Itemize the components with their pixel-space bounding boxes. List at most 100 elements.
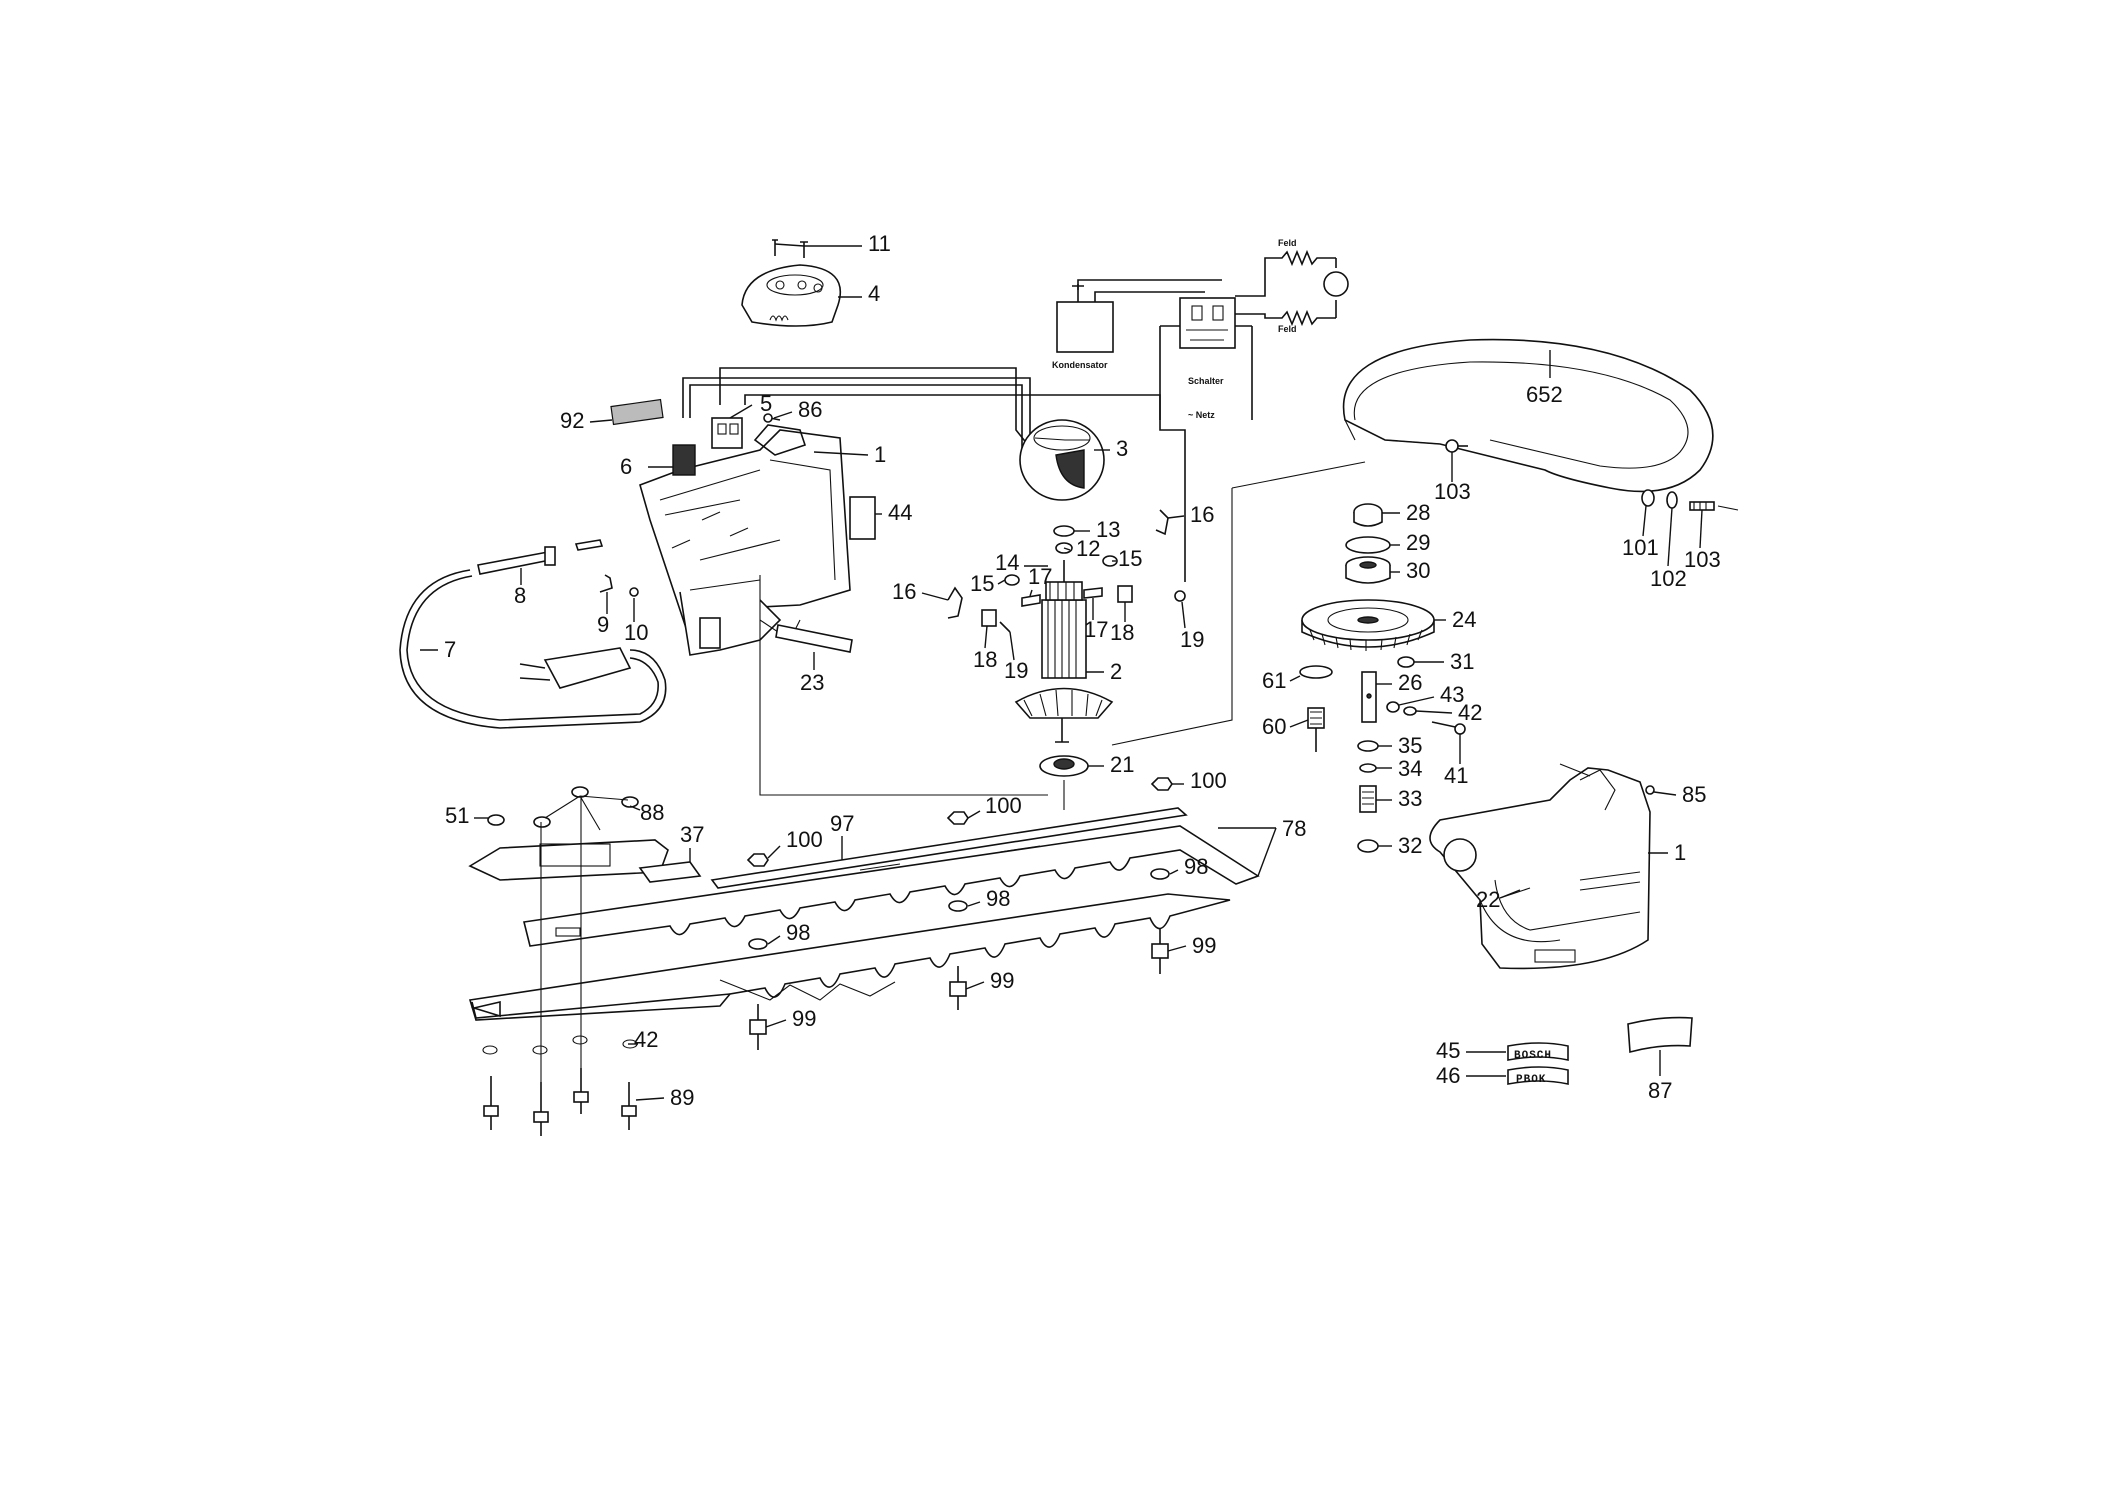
part-label-99a: 99 (792, 1006, 816, 1031)
part-label-44: 44 (888, 500, 912, 525)
part-label-3: 3 (1116, 436, 1128, 461)
wiring-label-feld-top: Feld (1278, 238, 1297, 248)
wiring-label-schalter: Schalter (1188, 376, 1224, 386)
part-label-34: 34 (1398, 756, 1422, 781)
leader-line-19b (1181, 601, 1186, 629)
part-label-98a: 98 (786, 920, 810, 945)
part-label-103a: 103 (1434, 479, 1471, 504)
wiring-schematic: Feld Feld Kondensator Schalter ~ Netz (1052, 238, 1349, 420)
leader-line-42a (1415, 710, 1453, 714)
leader-line-22 (1499, 889, 1521, 899)
leader-line-89 (635, 1097, 665, 1101)
leader-line-61 (1289, 675, 1301, 682)
part-label-16a: 16 (892, 579, 916, 604)
part-label-100c: 100 (1190, 768, 1227, 793)
leader-line-100b (967, 810, 981, 819)
part-label-37: 37 (680, 822, 704, 847)
part-label-9: 9 (597, 612, 609, 637)
part-label-31: 31 (1450, 649, 1474, 674)
leader-line-16a (921, 592, 949, 601)
part-label-23: 23 (800, 670, 824, 695)
part-label-32: 32 (1398, 833, 1422, 858)
bow-handle-group (1342, 338, 1739, 511)
part-label-10: 10 (624, 620, 648, 645)
gearbox-group (1299, 503, 1466, 853)
leader-lines (420, 243, 1703, 1101)
motor-housing-group (399, 239, 1366, 810)
leader-line-43 (1398, 696, 1435, 706)
wiring-label-netz: ~ Netz (1188, 410, 1215, 420)
part-label-19b: 19 (1180, 627, 1204, 652)
leader-line-98a (767, 935, 781, 945)
leader-line-78 (1257, 827, 1277, 877)
leader-line-88 (629, 805, 641, 811)
part-label-12: 12 (1076, 536, 1100, 561)
part-label-14: 14 (995, 550, 1019, 575)
part-label-17b: 17 (1084, 617, 1108, 642)
leader-line-102 (1667, 507, 1673, 567)
part-label-88: 88 (640, 800, 664, 825)
leader-line-17a (1029, 589, 1033, 597)
part-label-1: 1 (874, 442, 886, 467)
part-label-15a: 15 (970, 571, 994, 596)
part-label-61: 61 (1262, 668, 1286, 693)
part-label-24: 24 (1452, 607, 1476, 632)
part-label-28: 28 (1406, 500, 1430, 525)
leader-line-92 (589, 419, 613, 423)
part-label-42a: 42 (1458, 700, 1482, 725)
leader-line-98b (967, 901, 981, 907)
wiring-label-kondensator: Kondensator (1052, 360, 1108, 370)
part-label-51: 51 (445, 803, 469, 828)
part-label-5: 5 (760, 391, 772, 416)
part-label-60: 60 (1262, 714, 1286, 739)
part-label-78: 78 (1282, 816, 1306, 841)
part-label-89: 89 (670, 1085, 694, 1110)
part-label-102: 102 (1650, 566, 1687, 591)
part-label-87: 87 (1648, 1078, 1672, 1103)
part-label-85: 85 (1682, 782, 1706, 807)
part-label-103b: 103 (1684, 547, 1721, 572)
leader-line-99a (765, 1019, 787, 1028)
leader-line-60 (1289, 719, 1309, 728)
leader-line-5 (729, 404, 753, 419)
blade-assembly-group (468, 777, 1260, 1136)
part-label-17a: 17 (1028, 564, 1052, 589)
leader-line-11 (774, 243, 805, 247)
part-label-21: 21 (1110, 752, 1134, 777)
leader-line-99b (965, 981, 985, 990)
part-label-7: 7 (444, 637, 456, 662)
badges-group: BOSCH PBOK (1507, 1016, 1693, 1086)
part-label-43: 43 (1440, 682, 1464, 707)
leader-line-15a (997, 579, 1006, 585)
part-label-15b: 15 (1118, 546, 1142, 571)
leader-line-100a (767, 845, 781, 859)
part-label-11: 11 (868, 231, 891, 256)
leader-line-1 (813, 451, 869, 456)
part-label-45: 45 (1436, 1038, 1460, 1063)
part-label-46: 46 (1436, 1063, 1460, 1088)
badge-bosch-text: BOSCH (1514, 1050, 1552, 1062)
part-label-18b: 18 (1110, 620, 1134, 645)
part-label-1b: 1 (1674, 840, 1686, 865)
front-housing-group (1429, 763, 1655, 970)
part-label-99c: 99 (1192, 933, 1216, 958)
part-label-100b: 100 (985, 793, 1022, 818)
leader-line-86 (773, 411, 793, 419)
part-label-22: 22 (1476, 887, 1500, 912)
leader-line-98c (1169, 869, 1179, 875)
part-label-2: 2 (1110, 659, 1122, 684)
part-label-16b: 16 (1190, 502, 1214, 527)
part-label-4: 4 (868, 281, 880, 306)
part-label-98c: 98 (1184, 854, 1208, 879)
part-label-6: 6 (620, 454, 632, 479)
part-label-100a: 100 (786, 827, 823, 852)
leader-line-16b (1167, 515, 1185, 519)
wiring-label-feld-bottom: Feld (1278, 324, 1297, 334)
part-label-26: 26 (1398, 670, 1422, 695)
part-label-101: 101 (1622, 535, 1659, 560)
part-label-92: 92 (560, 408, 584, 433)
leader-line-19a (1009, 631, 1015, 661)
